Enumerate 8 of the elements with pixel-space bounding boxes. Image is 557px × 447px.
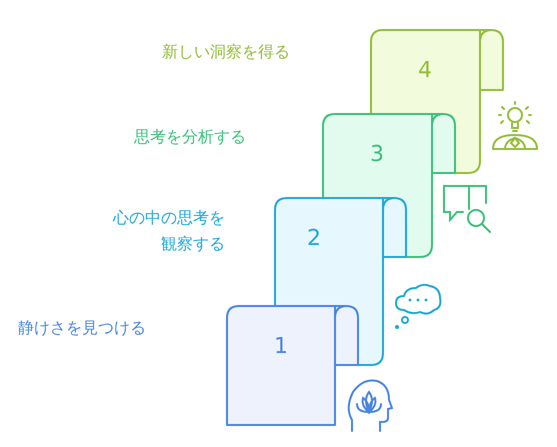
step-label: 新しい洞察を得る <box>162 41 290 63</box>
step-label: 心の中の思考を観察する <box>112 207 225 255</box>
step-number: 2 <box>307 228 321 250</box>
step-label: 思考を分析する <box>134 126 246 148</box>
step-number: 1 <box>274 336 288 358</box>
step-number: 4 <box>418 60 432 82</box>
step-label: 静けさを見つける <box>18 317 146 339</box>
step-number: 3 <box>370 144 384 166</box>
